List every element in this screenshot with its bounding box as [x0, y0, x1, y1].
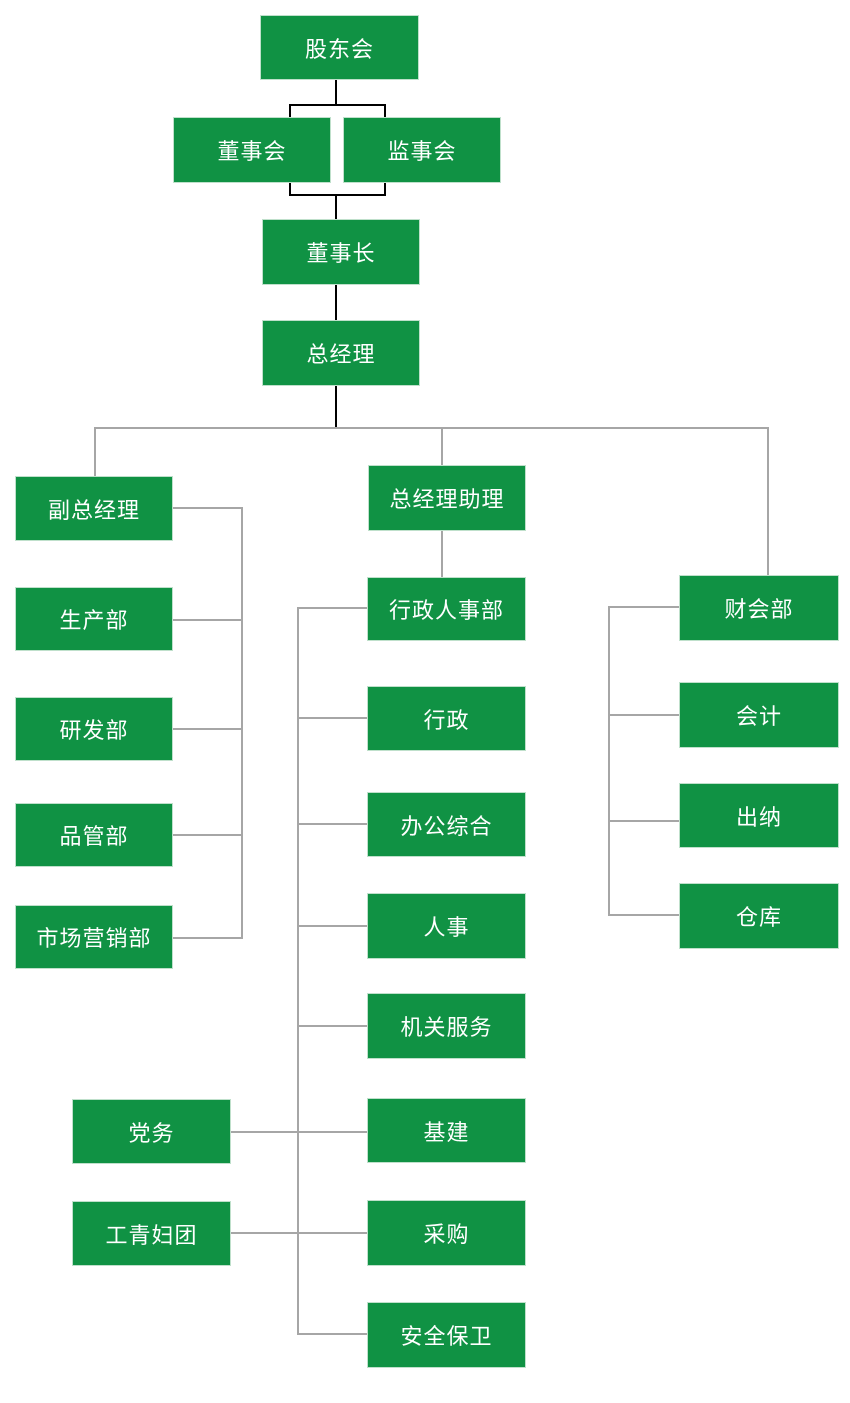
- connector-gm-assistant-adminhr: [441, 531, 443, 577]
- connector-drop-deputy-gm: [94, 427, 96, 476]
- connector-cashier: [610, 820, 679, 822]
- connector-admin: [299, 717, 367, 719]
- org-node-shareholders: 股东会: [260, 15, 419, 80]
- connector-gm-down: [335, 386, 337, 428]
- org-node-label: 仓库: [735, 905, 782, 930]
- connector-marketing: [173, 937, 243, 939]
- org-node-label: 机关服务: [400, 1015, 493, 1040]
- org-node-label: 监事会: [387, 139, 457, 164]
- org-node-label: 研发部: [59, 718, 129, 743]
- org-node-hr: 人事: [367, 893, 526, 959]
- org-node-label: 办公综合: [400, 813, 493, 839]
- org-node-cashier: 出纳: [679, 783, 839, 848]
- org-node-label: 市场营销部: [36, 926, 152, 951]
- connector-drop-gm-assistant: [441, 427, 443, 465]
- connector-hr: [299, 925, 367, 927]
- org-node-label: 董事长: [306, 241, 376, 266]
- org-node-label: 安全保卫: [400, 1324, 493, 1349]
- connector-deputy-gm-trunk: [173, 507, 243, 509]
- connector-finance-trunk: [609, 606, 679, 608]
- org-node-qc-dept: 品管部: [15, 803, 173, 867]
- org-node-label: 采购: [423, 1222, 470, 1247]
- org-node-general-manager: 总经理: [262, 320, 420, 386]
- org-node-label: 行政: [423, 707, 470, 733]
- org-node-infrastructure: 基建: [367, 1098, 526, 1163]
- org-node-label: 总经理: [306, 342, 376, 367]
- connector-office-general: [299, 823, 367, 825]
- connector-union-procurement: [231, 1232, 367, 1234]
- connector-middle-trunk: [297, 607, 299, 1335]
- org-node-label: 出纳: [735, 804, 782, 830]
- connector-security: [299, 1333, 367, 1335]
- org-node-label: 人事: [423, 915, 470, 940]
- connector-right-trunk: [608, 606, 610, 916]
- org-node-chairman: 董事长: [262, 219, 420, 285]
- org-node-rd-dept: 研发部: [15, 697, 173, 761]
- org-node-admin-hr-dept: 行政人事部: [367, 577, 526, 641]
- connector-production: [173, 619, 241, 621]
- org-node-label: 基建: [423, 1119, 470, 1145]
- connector-bracket-top: [289, 104, 386, 106]
- org-node-security-guard: 安全保卫: [367, 1302, 526, 1368]
- org-node-label: 财会部: [724, 597, 794, 622]
- org-node-label: 工青妇团: [105, 1222, 198, 1248]
- connector-drop-finance: [767, 427, 769, 575]
- connector-qc: [173, 834, 241, 836]
- connector-accounting: [610, 714, 679, 716]
- org-node-finance-dept: 财会部: [679, 575, 839, 641]
- connector-chairman-gm: [335, 285, 337, 320]
- connector-to-chairman: [335, 194, 337, 219]
- org-node-gm-assistant: 总经理助理: [368, 465, 526, 531]
- org-node-board-of-supervisors: 监事会: [343, 117, 501, 183]
- connector-main-rail: [94, 427, 769, 429]
- org-node-admin: 行政: [367, 686, 526, 751]
- connector-agency-services: [299, 1025, 367, 1027]
- org-node-label: 会计: [735, 704, 782, 729]
- connector-bracket-bottom: [289, 194, 386, 196]
- connector-adminhr-trunk: [298, 607, 367, 609]
- org-node-label: 副总经理: [47, 497, 140, 523]
- org-node-label: 股东会: [304, 36, 374, 62]
- org-node-agency-services: 机关服务: [367, 993, 526, 1059]
- connector-shareholders-down: [335, 80, 337, 106]
- org-node-board-of-directors: 董事会: [173, 117, 331, 183]
- org-node-label: 党务: [128, 1120, 175, 1146]
- connector-warehouse: [610, 914, 679, 916]
- org-node-label: 生产部: [59, 608, 129, 633]
- org-node-union-youth-women: 工青妇团: [72, 1201, 231, 1266]
- org-node-label: 品管部: [59, 824, 129, 849]
- connector-rd: [173, 728, 241, 730]
- org-node-warehouse: 仓库: [679, 883, 839, 949]
- org-node-label: 行政人事部: [388, 598, 504, 623]
- org-node-marketing-dept: 市场营销部: [15, 905, 173, 969]
- connector-party-infrastructure: [231, 1131, 367, 1133]
- org-node-office-general: 办公综合: [367, 792, 526, 857]
- connector-left-trunk: [241, 507, 243, 939]
- org-node-accounting: 会计: [679, 682, 839, 748]
- org-node-label: 总经理助理: [389, 487, 505, 512]
- org-node-label: 董事会: [217, 139, 287, 164]
- org-node-party-affairs: 党务: [72, 1099, 231, 1164]
- org-node-production-dept: 生产部: [15, 587, 173, 651]
- org-node-deputy-general-manager: 副总经理: [15, 476, 173, 541]
- org-node-procurement: 采购: [367, 1200, 526, 1266]
